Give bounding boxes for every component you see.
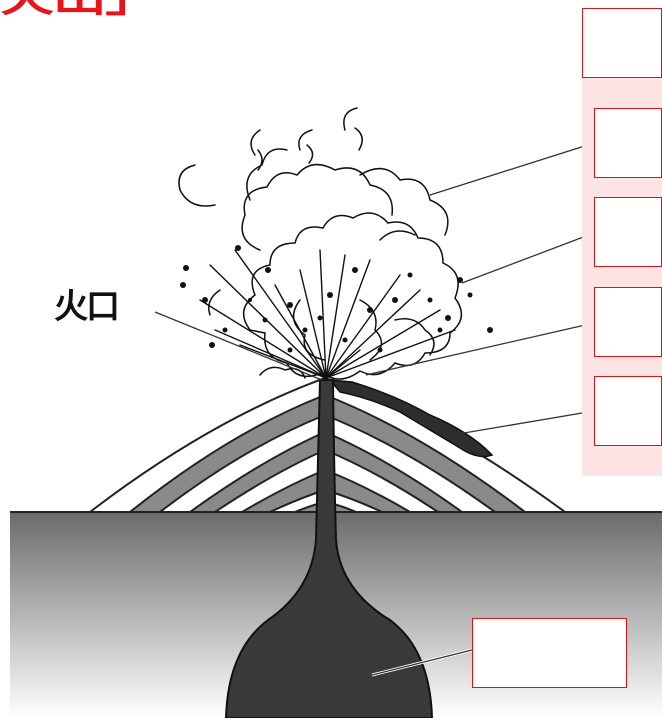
cloud-leader-line [430, 143, 594, 195]
ash-leader-line [366, 323, 594, 375]
answer-box-ash[interactable] [594, 287, 662, 357]
answer-box-magma-chamber[interactable] [472, 618, 627, 688]
answer-box-eruption-cloud[interactable] [594, 108, 662, 178]
crater-label: 火口 [54, 287, 118, 327]
ejecta-lines [200, 250, 455, 378]
page-title: 火山」 [0, 0, 158, 18]
lava-leader-line [458, 411, 594, 434]
volcanic-bombs [180, 245, 493, 353]
answer-box-volcanic-bombs[interactable] [594, 197, 662, 267]
crater-leader-line [155, 312, 322, 380]
answer-box-top[interactable] [582, 8, 662, 78]
bombs-leader-line [462, 233, 594, 283]
answer-box-lava-flow[interactable] [594, 376, 662, 446]
